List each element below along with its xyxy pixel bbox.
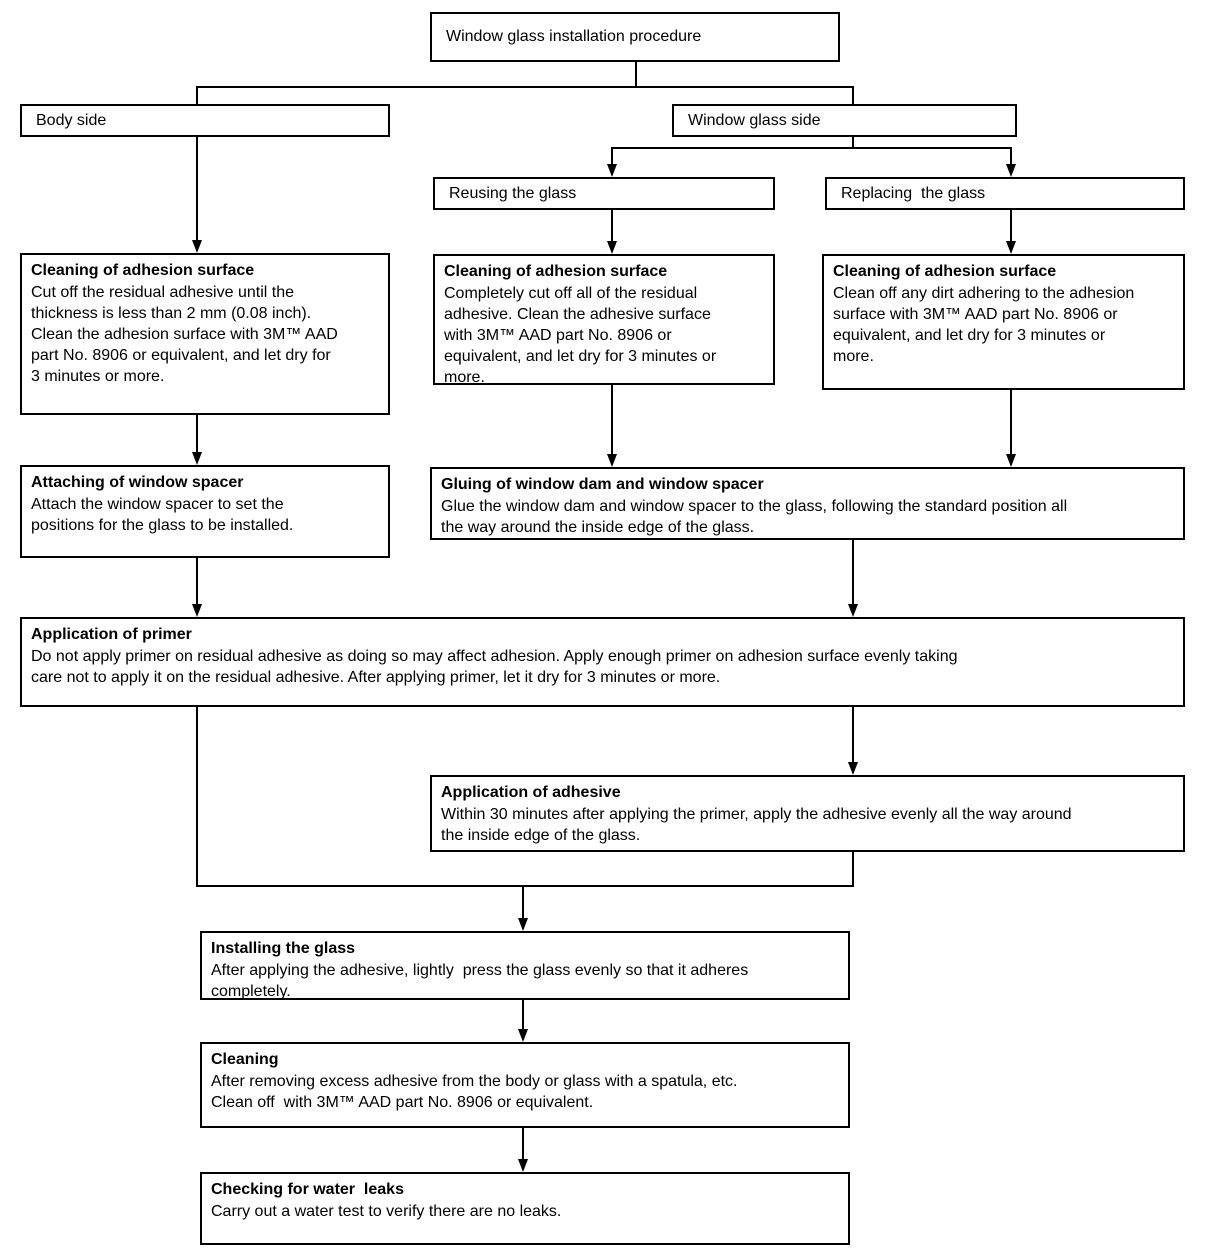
connector-vline xyxy=(611,210,613,245)
node-application-adhesive-title: Application of adhesive xyxy=(441,784,621,801)
node-attaching-spacer-text: Attach the window spacer to set the posi… xyxy=(31,496,294,534)
connector-vline xyxy=(852,540,854,608)
arrowhead-down-icon xyxy=(1006,164,1016,177)
arrowhead-down-icon xyxy=(848,604,858,617)
node-body-side-label: Body side xyxy=(36,111,107,129)
node-checking-water-leaks-title: Checking for water leaks xyxy=(211,1181,404,1198)
arrowhead-down-icon xyxy=(192,240,202,253)
node-application-primer-title: Application of primer xyxy=(31,626,192,643)
node-application-adhesive-text: Within 30 minutes after applying the pri… xyxy=(441,806,1072,844)
node-application-adhesive: Application of adhesive Within 30 minute… xyxy=(430,775,1185,852)
arrowhead-down-icon xyxy=(1006,454,1016,467)
node-cleaning-adhesion-body: Cleaning of adhesion surface Cut off the… xyxy=(20,253,390,415)
node-cleaning-adhesion-replace-text: Clean off any dirt adhering to the adhes… xyxy=(833,285,1135,365)
connector-vline xyxy=(852,852,854,887)
connector-vline xyxy=(1010,390,1012,457)
connector-vline xyxy=(522,885,524,921)
node-cleaning-adhesion-replace: Cleaning of adhesion surface Clean off a… xyxy=(822,254,1185,390)
connector-vline xyxy=(522,1128,524,1163)
arrowhead-down-icon xyxy=(607,164,617,177)
node-gluing-dam-spacer: Gluing of window dam and window spacer G… xyxy=(430,467,1185,540)
node-replacing-glass-label: Replacing the glass xyxy=(841,184,986,202)
connector-vline xyxy=(611,147,613,167)
node-installing-glass-text: After applying the adhesive, lightly pre… xyxy=(211,962,749,1000)
arrowhead-down-icon xyxy=(518,1159,528,1172)
arrowhead-down-icon xyxy=(848,762,858,775)
node-installing-glass-title: Installing the glass xyxy=(211,940,356,957)
connector-vline xyxy=(635,62,637,88)
node-root: Window glass installation procedure xyxy=(430,12,840,62)
arrowhead-down-icon xyxy=(1006,241,1016,254)
connector-vline xyxy=(852,87,854,105)
node-cleaning: Cleaning After removing excess adhesive … xyxy=(200,1042,850,1128)
node-checking-water-leaks: Checking for water leaks Carry out a wat… xyxy=(200,1172,850,1245)
connector-hline xyxy=(196,885,854,887)
node-cleaning-adhesion-body-text: Cut off the residual adhesive until the … xyxy=(31,284,338,385)
node-body-side: Body side xyxy=(20,104,390,137)
node-cleaning-adhesion-body-title: Cleaning of adhesion surface xyxy=(31,262,255,279)
connector-vline xyxy=(196,707,198,887)
node-application-primer-text: Do not apply primer on residual adhesive… xyxy=(31,648,958,686)
connector-hline xyxy=(611,147,1012,149)
node-application-primer: Application of primer Do not apply prime… xyxy=(20,617,1185,707)
node-window-glass-side-label: Window glass side xyxy=(688,111,821,129)
connector-vline xyxy=(852,137,854,149)
connector-vline xyxy=(522,1000,524,1032)
arrowhead-down-icon xyxy=(518,1029,528,1042)
connector-vline xyxy=(196,415,198,457)
connector-vline xyxy=(611,385,613,457)
node-cleaning-title: Cleaning xyxy=(211,1051,279,1068)
node-cleaning-adhesion-reuse: Cleaning of adhesion surface Completely … xyxy=(433,254,775,386)
node-root-label: Window glass installation procedure xyxy=(446,28,702,45)
node-window-glass-side: Window glass side xyxy=(672,104,1017,137)
connector-vline xyxy=(852,707,854,767)
node-cleaning-text: After removing excess adhesive from the … xyxy=(211,1073,738,1111)
connector-vline xyxy=(1010,147,1012,167)
node-gluing-dam-spacer-title: Gluing of window dam and window spacer xyxy=(441,476,764,493)
node-cleaning-adhesion-reuse-text: Completely cut off all of the residual a… xyxy=(444,285,717,386)
arrowhead-down-icon xyxy=(192,452,202,465)
connector-vline xyxy=(196,87,198,105)
connector-vline xyxy=(196,558,198,608)
node-replacing-glass: Replacing the glass xyxy=(825,177,1185,210)
node-cleaning-adhesion-reuse-title: Cleaning of adhesion surface xyxy=(444,263,668,280)
connector-vline xyxy=(196,136,198,246)
arrowhead-down-icon xyxy=(518,918,528,931)
node-checking-water-leaks-text: Carry out a water test to verify there a… xyxy=(211,1203,562,1220)
connector-vline xyxy=(1010,210,1012,245)
node-cleaning-adhesion-replace-title: Cleaning of adhesion surface xyxy=(833,263,1057,280)
arrowhead-down-icon xyxy=(607,241,617,254)
arrowhead-down-icon xyxy=(607,454,617,467)
node-attaching-spacer-title: Attaching of window spacer xyxy=(31,474,244,491)
node-reusing-glass: Reusing the glass xyxy=(433,177,775,210)
node-installing-glass: Installing the glass After applying the … xyxy=(200,931,850,1000)
connector-hline xyxy=(196,86,854,88)
node-gluing-dam-spacer-text: Glue the window dam and window spacer to… xyxy=(441,498,1068,536)
node-reusing-glass-label: Reusing the glass xyxy=(449,184,577,202)
arrowhead-down-icon xyxy=(192,604,202,617)
node-attaching-spacer: Attaching of window spacer Attach the wi… xyxy=(20,465,390,558)
